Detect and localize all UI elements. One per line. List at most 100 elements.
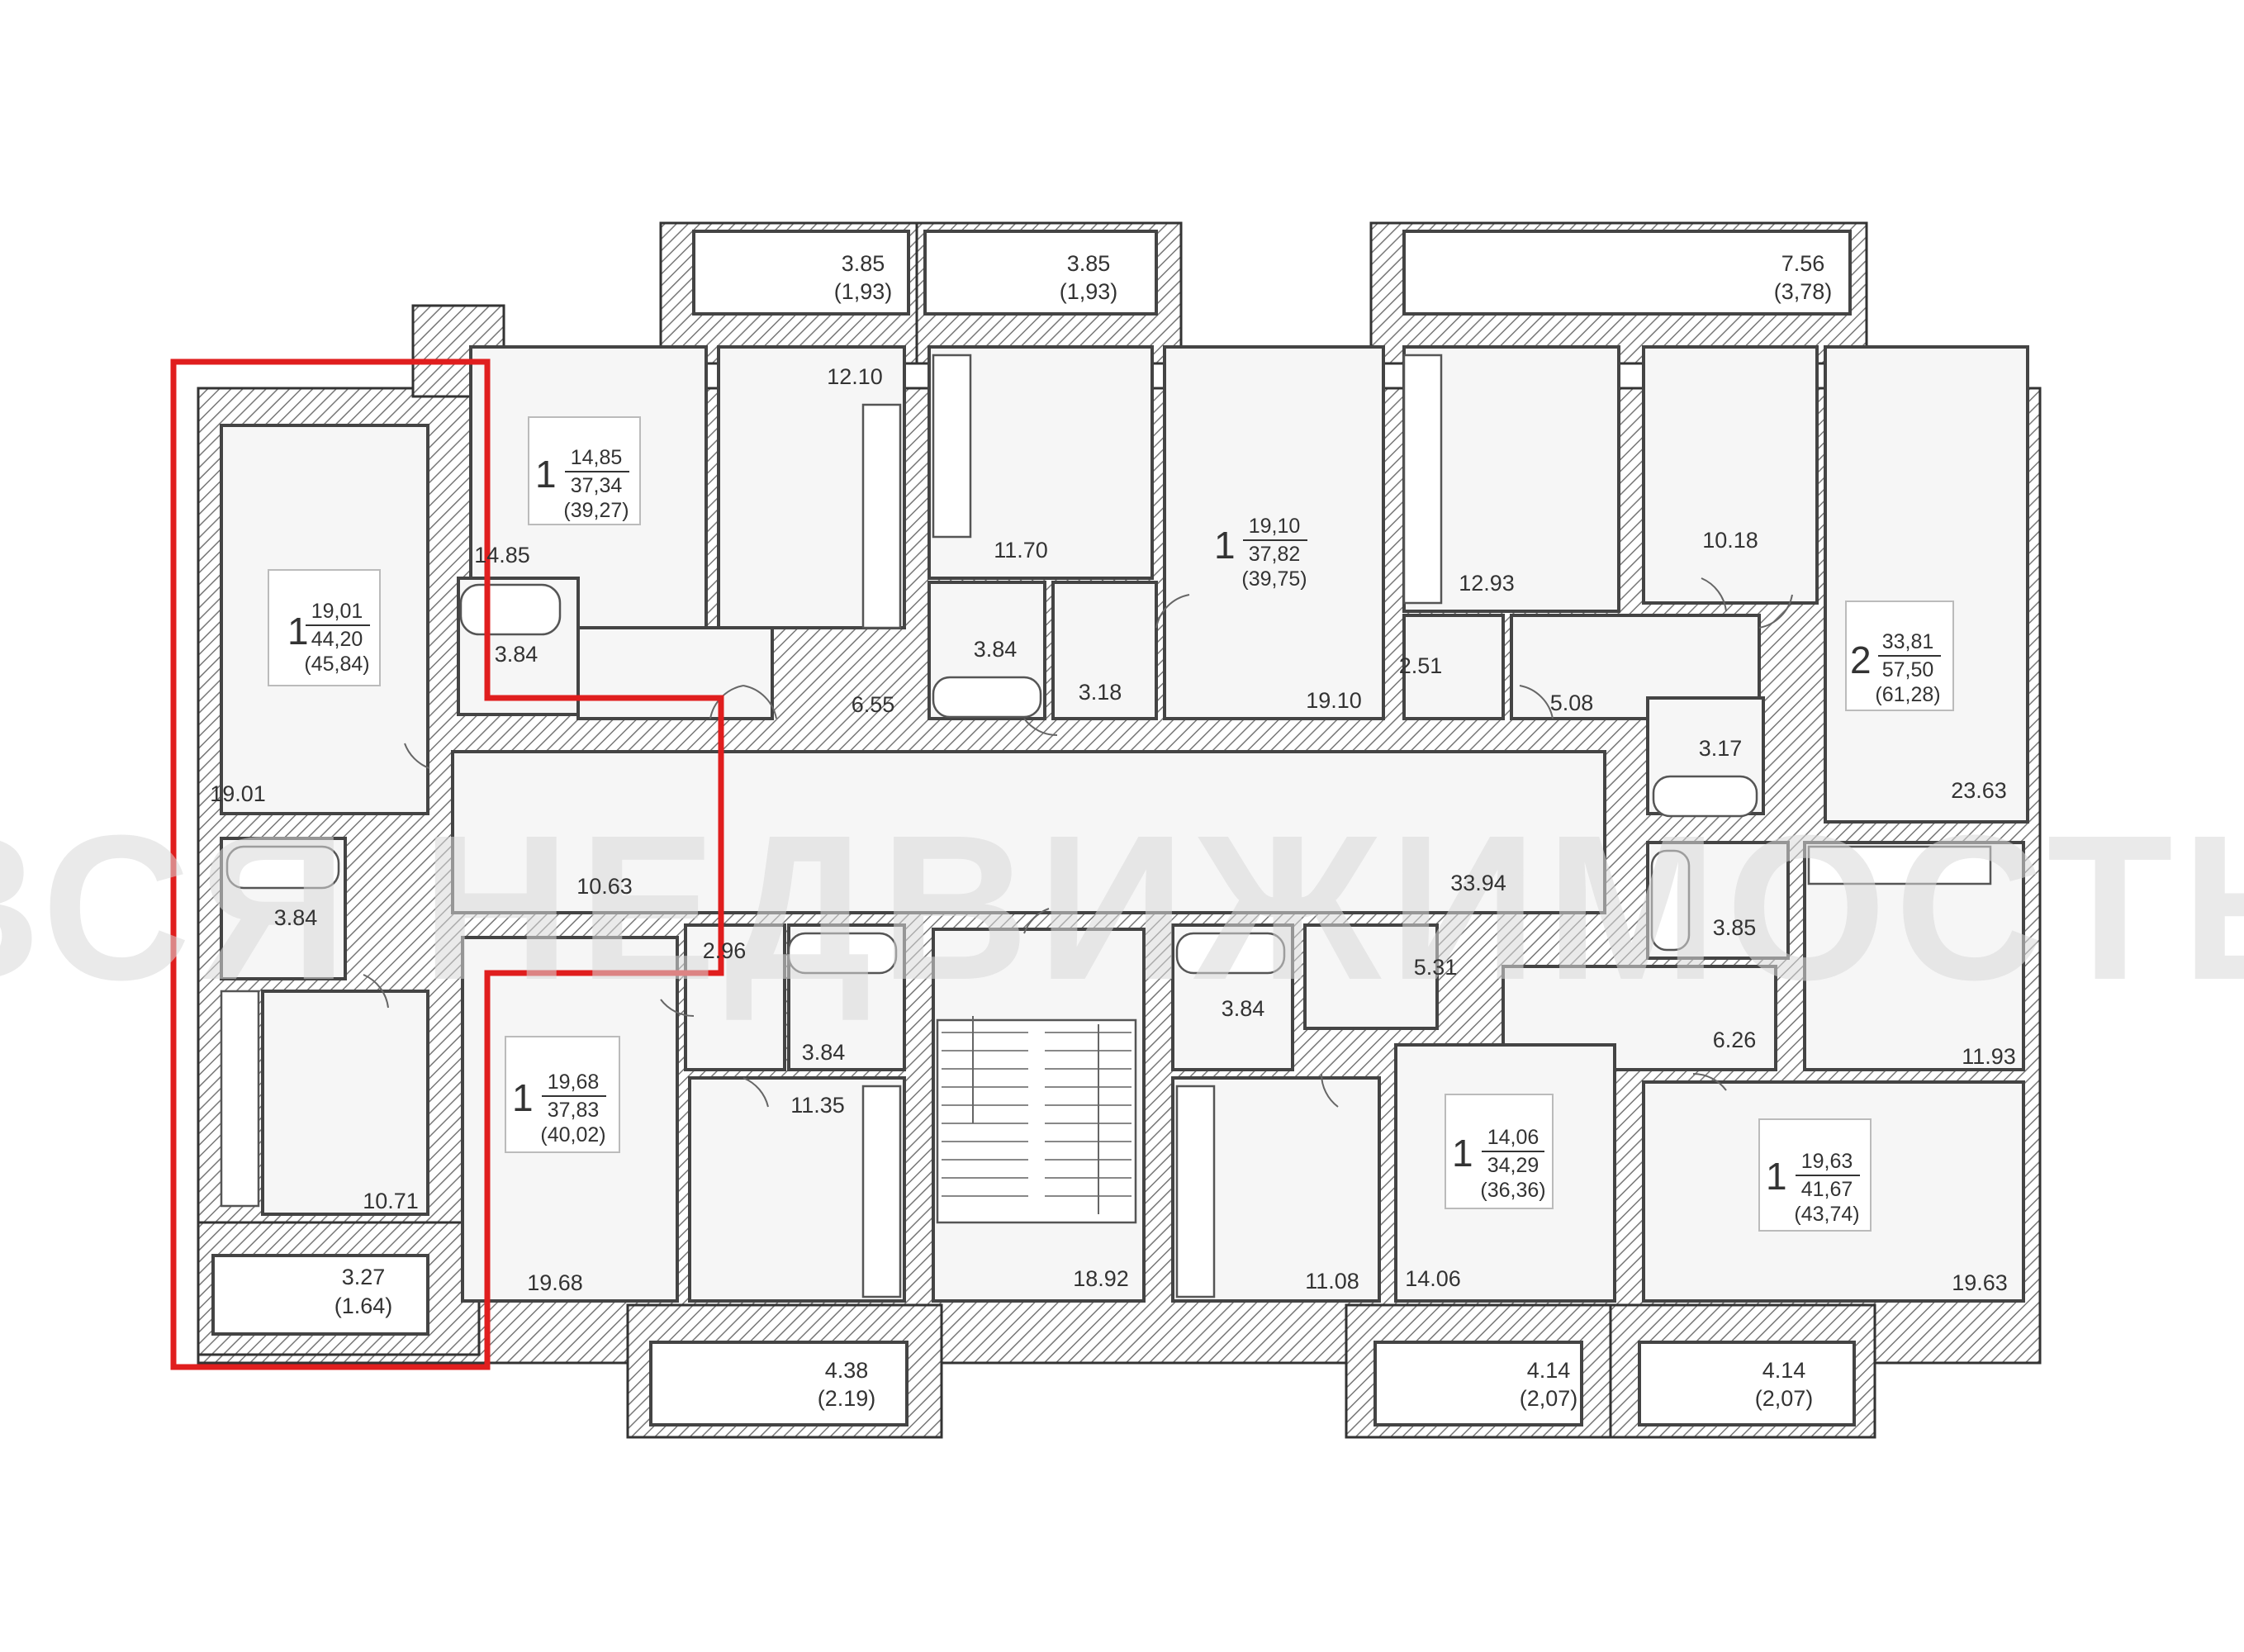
selected-apartment-outline xyxy=(170,358,724,1370)
bathtub xyxy=(225,845,340,890)
balcony-area: 3.85 xyxy=(1067,251,1111,276)
balcony-labels: 3.85 (1,93) 3.85 (1,93) 7.56 (3,78) 3.27… xyxy=(334,251,1833,1411)
staircase xyxy=(936,1016,1137,1224)
room-area: 3.17 xyxy=(1699,736,1743,761)
kitchen-counter xyxy=(932,354,972,539)
room-count: 1 xyxy=(512,1076,534,1119)
balcony-area: 4.14 xyxy=(1527,1358,1571,1383)
balcony-reduced-area: (1,93) xyxy=(834,279,893,304)
room-area: 3.84 xyxy=(974,637,1018,662)
room-area: 3.84 xyxy=(1222,996,1265,1021)
kitchen-counter xyxy=(861,403,902,629)
kitchen-counter xyxy=(220,990,260,1208)
living-area: 19,63 xyxy=(1801,1150,1853,1173)
room-area-labels: 12.10 14.85 3.84 6.55 11.70 3.84 3.18 19… xyxy=(210,364,2016,1295)
room-area: 23.63 xyxy=(1951,778,2007,803)
apartment-box-a2: 1 14,85 37,34 (39,27) xyxy=(528,416,641,525)
balconies xyxy=(211,230,1856,1427)
balcony-b3 xyxy=(1402,230,1852,316)
balcony-b1 xyxy=(692,230,910,316)
kitchen-counter xyxy=(1807,845,1992,885)
living-area: 33,81 xyxy=(1882,630,1934,653)
room-area: 6.55 xyxy=(852,692,895,717)
total-area: 37,34 xyxy=(571,474,623,497)
bathtub xyxy=(1652,775,1758,818)
apartment-box-a3: 1 19,10 37,82 (39,75) xyxy=(1214,515,1307,591)
room-area: 18.92 xyxy=(1073,1266,1129,1291)
balcony-reduced-area: (2,07) xyxy=(1520,1386,1578,1411)
room-area: 2.96 xyxy=(703,938,747,963)
room-area: 3.84 xyxy=(495,642,538,667)
room-area: 19.01 xyxy=(210,781,266,806)
room-area: 11.08 xyxy=(1305,1269,1359,1294)
total-with-balcony: (40,02) xyxy=(540,1123,605,1146)
bathtub xyxy=(932,676,1042,719)
room-area: 10.63 xyxy=(576,874,633,899)
balcony-area: 7.56 xyxy=(1781,251,1825,276)
balcony-reduced-area: (1,93) xyxy=(1060,279,1118,304)
balcony-reduced-area: (1.64) xyxy=(334,1294,393,1318)
apartment-info: 1 19,01 44,20 (45,84) 1 14,85 37,34 (39,… xyxy=(268,416,1954,1232)
room-area: 3.84 xyxy=(274,905,318,930)
total-area: 34,29 xyxy=(1487,1154,1539,1177)
apartment-box-a4: 2 33,81 57,50 (61,28) xyxy=(1845,601,1954,711)
room-area: 5.08 xyxy=(1550,691,1594,715)
watermark: ВСЯ НЕДВИЖИМОСТЬ xyxy=(0,792,2244,1023)
balcony-b6 xyxy=(1373,1341,1583,1427)
room-area: 19.10 xyxy=(1306,688,1362,713)
room-area: 10.18 xyxy=(1702,528,1758,553)
room-count: 1 xyxy=(287,610,309,653)
total-area: 57,50 xyxy=(1882,658,1934,681)
kitchen-counter xyxy=(861,1085,902,1298)
fixtures xyxy=(220,354,1992,1298)
living-area: 14,85 xyxy=(571,446,623,469)
bathtub xyxy=(1175,932,1286,975)
room-area: 2.51 xyxy=(1399,653,1443,678)
bathtub xyxy=(459,583,562,636)
balcony-reduced-area: (3,78) xyxy=(1774,279,1833,304)
room-count: 1 xyxy=(1452,1132,1473,1175)
room-count: 2 xyxy=(1850,638,1872,681)
total-area: 44,20 xyxy=(311,628,363,651)
room-area: 14.85 xyxy=(474,543,530,567)
room-area: 14.06 xyxy=(1405,1266,1461,1291)
living-area: 14,06 xyxy=(1487,1126,1539,1149)
balcony-area: 3.27 xyxy=(342,1265,386,1289)
rooms xyxy=(220,345,2029,1303)
balcony-b7 xyxy=(1638,1341,1856,1427)
room-area: 19.63 xyxy=(1952,1270,2008,1295)
total-with-balcony: (36,36) xyxy=(1480,1179,1545,1202)
total-area: 37,83 xyxy=(548,1099,600,1122)
room-area: 3.84 xyxy=(802,1040,846,1065)
room-area: 12.10 xyxy=(827,364,883,389)
room-area: 12.93 xyxy=(1459,571,1515,596)
room-area: 5.31 xyxy=(1414,955,1458,980)
room-area: 3.18 xyxy=(1079,680,1122,705)
kitchen-counter xyxy=(1402,354,1443,605)
bathtub xyxy=(787,932,898,975)
balcony-area: 4.38 xyxy=(825,1358,869,1383)
balcony-reduced-area: (2.19) xyxy=(818,1386,876,1411)
kitchen-counter xyxy=(1175,1085,1216,1298)
room-area: 3.85 xyxy=(1713,915,1757,940)
balcony-area: 3.85 xyxy=(842,251,885,276)
room-area: 10.71 xyxy=(363,1189,419,1213)
apartment-box-a7: 1 19,63 41,67 (43,74) xyxy=(1758,1118,1872,1232)
room-area: 11.35 xyxy=(790,1093,845,1118)
total-with-balcony: (61,28) xyxy=(1875,683,1940,706)
balcony-reduced-area: (2,07) xyxy=(1755,1386,1814,1411)
living-area: 19,10 xyxy=(1249,515,1301,538)
apartment-box-a5: 1 19,68 37,83 (40,02) xyxy=(505,1036,620,1153)
living-area: 19,68 xyxy=(548,1070,600,1094)
total-with-balcony: (45,84) xyxy=(304,653,369,676)
room-count: 1 xyxy=(1214,524,1236,567)
apartment-box-a6: 1 14,06 34,29 (36,36) xyxy=(1445,1094,1554,1209)
room-count: 1 xyxy=(535,453,557,496)
total-with-balcony: (39,75) xyxy=(1241,567,1307,591)
room-count: 1 xyxy=(1766,1155,1787,1198)
total-with-balcony: (43,74) xyxy=(1794,1203,1859,1226)
bathtub xyxy=(1650,849,1691,952)
total-with-balcony: (39,27) xyxy=(563,499,629,522)
room-area: 19.68 xyxy=(527,1270,583,1295)
